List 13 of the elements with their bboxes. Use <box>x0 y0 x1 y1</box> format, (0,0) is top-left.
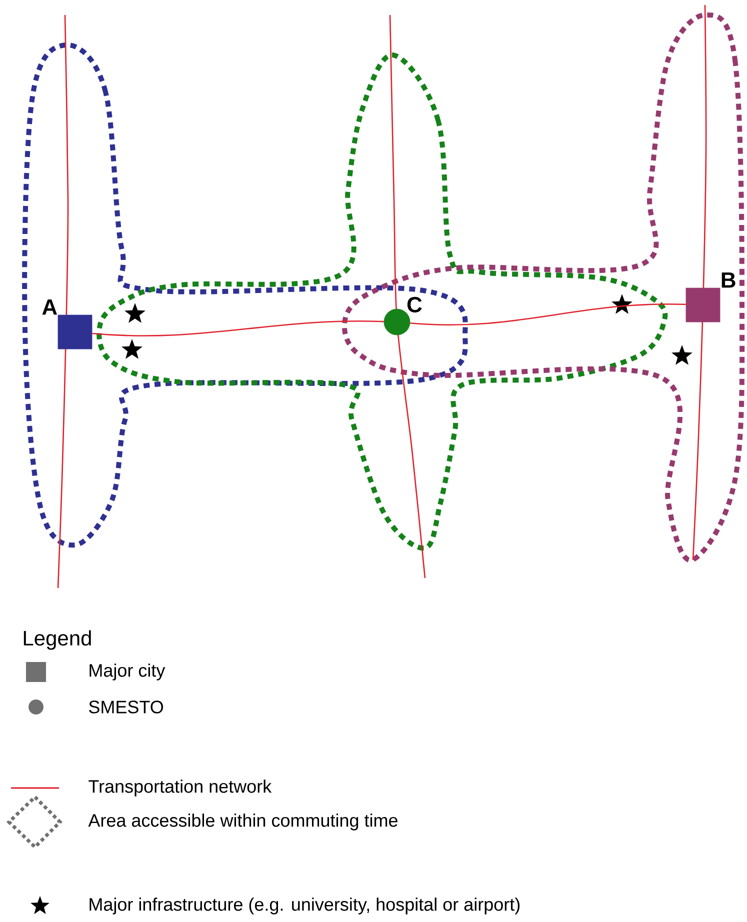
road-line <box>92 320 384 336</box>
node-label: A <box>42 299 58 315</box>
city-square: B <box>686 272 736 322</box>
legend-text: Area accessible within commuting time <box>88 814 398 830</box>
city-square: A <box>42 299 92 350</box>
road-line <box>410 304 686 326</box>
legend-title: Legend <box>24 630 91 650</box>
legend-text: SMESTO <box>89 700 164 714</box>
legend-text: Transportation network <box>88 780 272 796</box>
legend-text: Major infrastructure (e.g. university, hospital or airport) <box>90 898 520 914</box>
node-label: C <box>407 296 422 312</box>
legend-text: Major city <box>90 664 166 680</box>
node-label: B <box>722 272 736 288</box>
